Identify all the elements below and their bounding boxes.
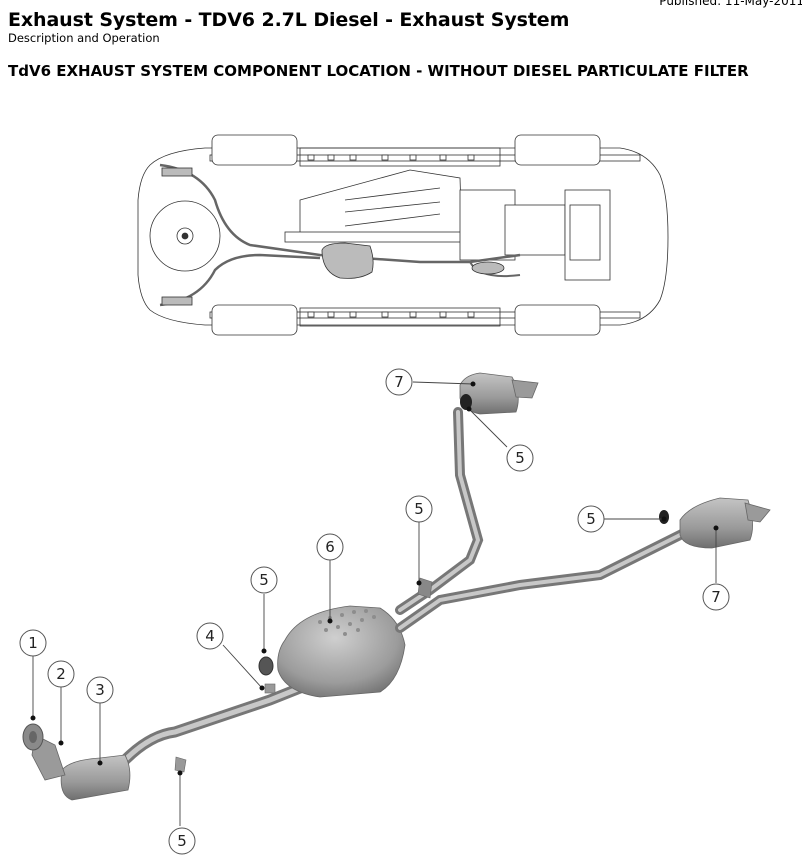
isolator-centre-left — [258, 656, 274, 676]
callout-5-upper-isolator: 5 — [506, 444, 534, 472]
callout-number: 7 — [711, 588, 721, 606]
callout-7-lower: 7 — [702, 583, 730, 611]
callout-dots — [30, 381, 719, 776]
tailpipe-upper — [511, 379, 539, 399]
wheel-front-right — [514, 304, 601, 336]
section-heading: TdV6 EXHAUST SYSTEM COMPONENT LOCATION -… — [8, 62, 749, 80]
callout-1: 1 — [19, 629, 47, 657]
page-title: Exhaust System - TDV6 2.7L Diesel - Exha… — [8, 9, 570, 31]
wheel-rear-right — [211, 304, 298, 336]
hanger-front-pipe — [174, 756, 187, 773]
callout-number: 5 — [586, 510, 596, 528]
callout-number: 5 — [177, 832, 187, 850]
overview-front-silencer — [471, 261, 505, 275]
exhaust-assembly — [22, 372, 771, 801]
page-subtitle: Description and Operation — [8, 31, 160, 45]
callout-2: 2 — [47, 660, 75, 688]
callout-number: 4 — [205, 627, 215, 645]
callout-5-centre-hanger: 5 — [405, 495, 433, 523]
centre-silencer — [277, 605, 406, 698]
isolator-upper — [460, 394, 472, 410]
wheel-rear-left — [211, 134, 298, 166]
tailpipe-lower — [744, 502, 771, 523]
callout-7-upper: 7 — [385, 368, 413, 396]
callout-3: 3 — [86, 676, 114, 704]
callout-leaders — [32, 381, 717, 826]
catalytic-converter — [60, 754, 131, 801]
callout-number: 3 — [95, 681, 105, 699]
wheel-front-left — [514, 134, 601, 166]
callout-number: 5 — [414, 500, 424, 518]
callout-4: 4 — [196, 622, 224, 650]
overview-rear-silencer-left — [161, 167, 193, 177]
published-date: Published: 11-May-2011 — [659, 0, 802, 8]
callout-5-centre-isolator: 5 — [250, 566, 278, 594]
callout-number: 7 — [394, 373, 404, 391]
overview-centre-silencer — [321, 242, 374, 279]
callout-5-lower-isolator: 5 — [577, 505, 605, 533]
callout-6: 6 — [316, 533, 344, 561]
pipe-clamp — [264, 683, 276, 694]
callout-number: 6 — [325, 538, 335, 556]
callout-number: 2 — [56, 665, 66, 683]
callout-number: 5 — [515, 449, 525, 467]
overview-rear-silencer-right — [161, 296, 193, 306]
vehicle-underbody-overview — [137, 134, 669, 336]
callout-number: 5 — [259, 571, 269, 589]
callout-5-front-hanger: 5 — [168, 827, 196, 855]
callout-number: 1 — [28, 634, 38, 652]
rear-silencer-lower — [679, 497, 753, 549]
silencer-dimples — [318, 609, 376, 636]
